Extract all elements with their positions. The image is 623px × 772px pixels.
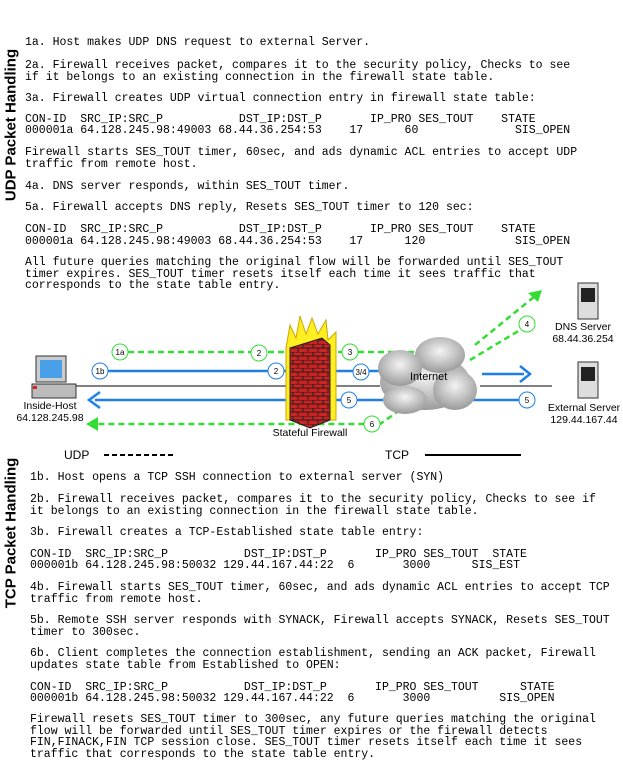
computer-icon — [31, 355, 77, 399]
svg-text:2: 2 — [274, 367, 279, 376]
udp-arrowheads — [86, 290, 542, 431]
step-3a: 3a. Firewall creates UDP virtual connect… — [25, 92, 536, 105]
svg-text:1b: 1b — [96, 367, 105, 376]
firewall-label: Stateful Firewall — [273, 427, 348, 439]
internet-label: Internet — [410, 371, 447, 383]
marker-1b: 1b — [91, 362, 109, 380]
step-5a: 5a. Firewall accepts DNS reply, Resets S… — [25, 201, 474, 214]
dns-server-label: DNS Server — [555, 321, 612, 333]
marker-5-left: 5 — [340, 391, 358, 409]
external-server-icon — [577, 361, 599, 399]
step-3b: 3b. Firewall creates a TCP-Established s… — [30, 526, 424, 539]
svg-text:5: 5 — [347, 396, 352, 405]
svg-text:3: 3 — [348, 348, 353, 357]
dns-server-ip: 68.44.36.254 — [552, 333, 613, 345]
tcp-table1-header: CON-ID SRC_IP:SRC_P DST_IP:DST_P IP_PRO … — [30, 548, 527, 561]
tcp-final-note: Firewall resets SES_TOUT timer to 300sec… — [30, 713, 596, 761]
external-server-label: External Server — [548, 402, 621, 414]
udp-future-note: All future queries matching the original… — [25, 256, 564, 293]
step-2b: 2b. Firewall receives packet, compares i… — [30, 493, 596, 518]
marker-6: 6 — [363, 415, 381, 433]
step-4a: 4a. DNS server responds, within SES_TOUT… — [25, 180, 350, 193]
internet-cloud-icon — [378, 337, 477, 414]
marker-3-4: 3/4 — [352, 363, 370, 381]
marker-2-udp: 2 — [250, 344, 268, 362]
tcp-table1-row: 000001b 64.128.245.98:50032 129.44.167.4… — [30, 559, 520, 572]
marker-5-right: 5 — [518, 391, 536, 409]
firewall-icon — [285, 315, 337, 429]
udp-table1-row: 000001a 64.128.245.98:49003 68.44.36.254… — [25, 124, 571, 137]
step-5b: 5b. Remote SSH server responds with SYNA… — [30, 614, 610, 639]
tcp-table2-header: CON-ID SRC_IP:SRC_P DST_IP:DST_P IP_PRO … — [30, 681, 555, 694]
udp-table2-header: CON-ID SRC_IP:SRC_P DST_IP:DST_P IP_PRO … — [25, 223, 536, 236]
marker-3: 3 — [341, 343, 359, 361]
step-4b: 4b. Firewall starts SES_TOUT timer, 60se… — [30, 581, 610, 606]
svg-text:3/4: 3/4 — [355, 368, 367, 377]
tcp-table2-row: 000001b 64.128.245.98:50032 129.44.167.4… — [30, 692, 555, 705]
svg-text:5: 5 — [525, 396, 530, 405]
step-1b: 1b. Host opens a TCP SSH connection to e… — [30, 471, 445, 484]
step-6b: 6b. Client completes the connection esta… — [30, 647, 596, 672]
udp-table1-header: CON-ID SRC_IP:SRC_P DST_IP:DST_P IP_PRO … — [25, 113, 536, 126]
legend-udp-label: UDP — [64, 448, 89, 462]
udp-table2-row: 000001a 64.128.245.98:49003 68.44.36.254… — [25, 235, 571, 248]
marker-4: 4 — [518, 315, 536, 333]
svg-text:1a: 1a — [116, 348, 125, 357]
marker-1a: 1a — [111, 343, 129, 361]
step-1a: 1a. Host makes UDP DNS request to extern… — [25, 36, 371, 49]
inside-host-ip: 64.128.245.98 — [16, 412, 83, 424]
udp-timer-note: Firewall starts SES_TOUT timer, 60sec, a… — [25, 146, 578, 171]
svg-text:6: 6 — [370, 420, 375, 429]
legend-tcp-label: TCP — [385, 448, 409, 462]
inside-host-label: Inside-Host — [23, 400, 76, 412]
svg-text:2: 2 — [257, 349, 262, 358]
external-server-ip: 129.44.167.44 — [550, 414, 617, 426]
step-2a: 2a. Firewall receives packet, compares i… — [25, 59, 571, 84]
marker-2-tcp: 2 — [267, 362, 285, 380]
svg-text:4: 4 — [525, 320, 530, 329]
dns-server-icon — [577, 282, 599, 320]
step-markers: 1a 2 3 4 1b 2 3/4 5 5 6 — [91, 315, 536, 433]
